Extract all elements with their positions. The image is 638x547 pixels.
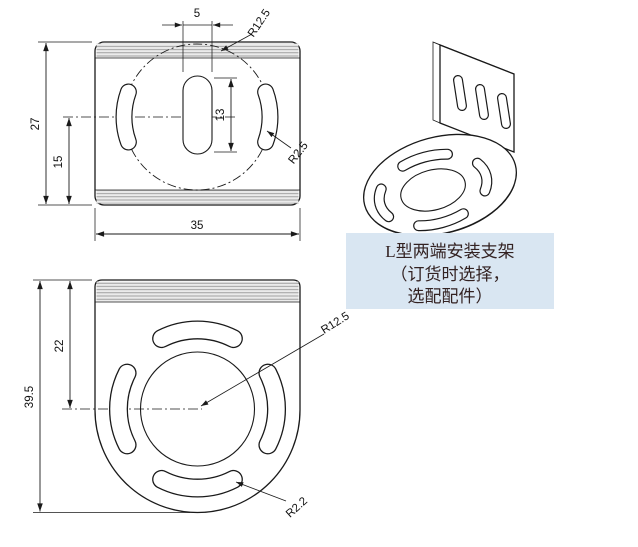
- dim-label-r2-2: R2.2: [284, 495, 310, 520]
- dim-label-22: 22: [54, 340, 66, 353]
- iso-arc-slot-top: [397, 148, 453, 172]
- dim-center-offset-22: 22: [54, 281, 73, 408]
- dim-label-r12-5-top: R12.5: [246, 7, 273, 39]
- dim-label-13: 13: [215, 109, 227, 122]
- dim-label-15: 15: [53, 156, 65, 169]
- callout-line-2: （订货时选择，: [391, 265, 510, 284]
- isometric-view: [362, 41, 518, 237]
- center-slot: [182, 75, 213, 155]
- iso-center-hole: [400, 168, 466, 212]
- iso-arc-slot-left: [373, 183, 395, 223]
- iso-flange-slot-3: [497, 93, 511, 129]
- callout-background: [346, 233, 554, 309]
- arc-slot-right: [258, 363, 286, 455]
- arc-slot-bottom: [152, 469, 243, 498]
- dim-plate-height-39-5: 39.5: [24, 279, 190, 513]
- arc-slot-left: [109, 363, 137, 455]
- dim-slot-length-13: 13: [214, 77, 237, 153]
- iso-disc-rim: [375, 184, 515, 237]
- dim-label-27: 27: [30, 118, 42, 131]
- callout-line-3: 选配配件）: [408, 287, 493, 306]
- flange-hatch-front: [96, 281, 299, 302]
- top-view: 5 R12.5 27 15 13 R2.5: [30, 7, 311, 241]
- dim-plate-height-27: 27: [30, 41, 92, 206]
- dim-label-39-5: 39.5: [24, 386, 36, 408]
- iso-arc-slot-bottom: [413, 208, 469, 232]
- callout-line-1: L型两端安装支架: [385, 242, 514, 261]
- flange-hatch-bottom: [96, 190, 299, 204]
- iso-base-disc: [362, 133, 518, 237]
- dim-label-r12-5-front: R12.5: [319, 310, 351, 336]
- flange-hatch-top: [96, 43, 299, 58]
- iso-flange-thickness: [432, 41, 515, 124]
- dim-label-5: 5: [194, 8, 200, 20]
- iso-flange-slot-2: [475, 84, 489, 120]
- dim-center-offset-15: 15: [53, 118, 72, 204]
- left-slot: [115, 83, 137, 151]
- arc-slot-top: [152, 320, 243, 349]
- dim-plate-width-35: 35: [94, 208, 301, 241]
- front-view: 39.5 22 R12.5 R2.2: [24, 279, 352, 520]
- right-slot: [257, 83, 279, 151]
- dim-slot-width: 5: [162, 8, 233, 72]
- callout-box: L型两端安装支架 （订货时选择， 选配配件）: [346, 233, 554, 309]
- dim-label-35: 35: [191, 220, 204, 232]
- iso-arc-slot-right: [471, 157, 493, 197]
- iso-flange-slot-1: [453, 75, 467, 111]
